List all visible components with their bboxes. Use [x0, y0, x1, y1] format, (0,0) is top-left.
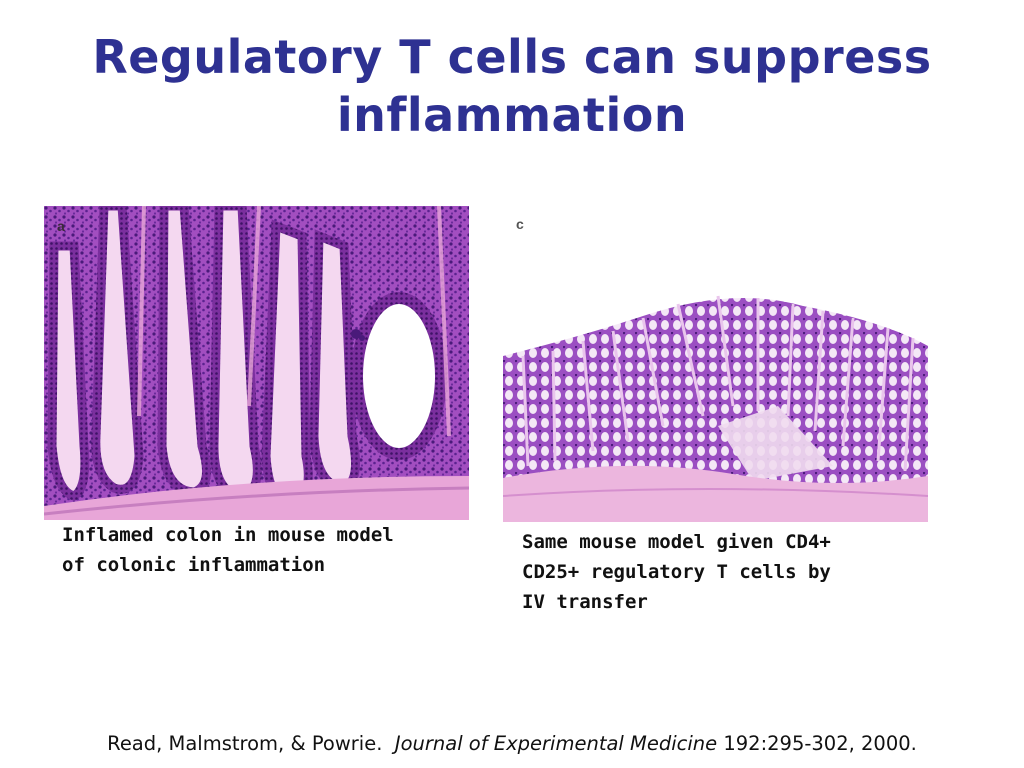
left-caption-line: Inflamed colon in mouse model: [62, 524, 394, 546]
inflamed-colon-histology-image: [44, 206, 469, 520]
right-caption-line: CD25+ regulatory T cells by: [522, 561, 831, 583]
treated-colon-histology-image: [503, 206, 928, 522]
citation-journal: Journal of Experimental Medicine: [394, 732, 718, 755]
right-caption-line: Same mouse model given CD4+: [522, 531, 831, 553]
slide-title: Regulatory T cells can suppress inflamma…: [92, 30, 932, 142]
panel-letter-c: c: [516, 216, 524, 232]
citation: Read, Malmstrom, & Powrie. Journal of Ex…: [0, 732, 1024, 755]
left-caption-line: of colonic inflammation: [62, 554, 326, 576]
treated-colon-micrograph: c: [503, 206, 928, 522]
right-caption-line: IV transfer: [522, 591, 648, 613]
inflamed-colon-micrograph: a: [44, 206, 469, 520]
citation-authors: Read, Malmstrom, & Powrie.: [107, 732, 383, 755]
panel-letter-a: a: [57, 218, 65, 234]
citation-details: 192:295-302, 2000.: [723, 732, 917, 755]
right-caption: Same mouse model given CD4+ CD25+ regula…: [522, 527, 922, 617]
left-caption: Inflamed colon in mouse model of colonic…: [62, 520, 462, 580]
